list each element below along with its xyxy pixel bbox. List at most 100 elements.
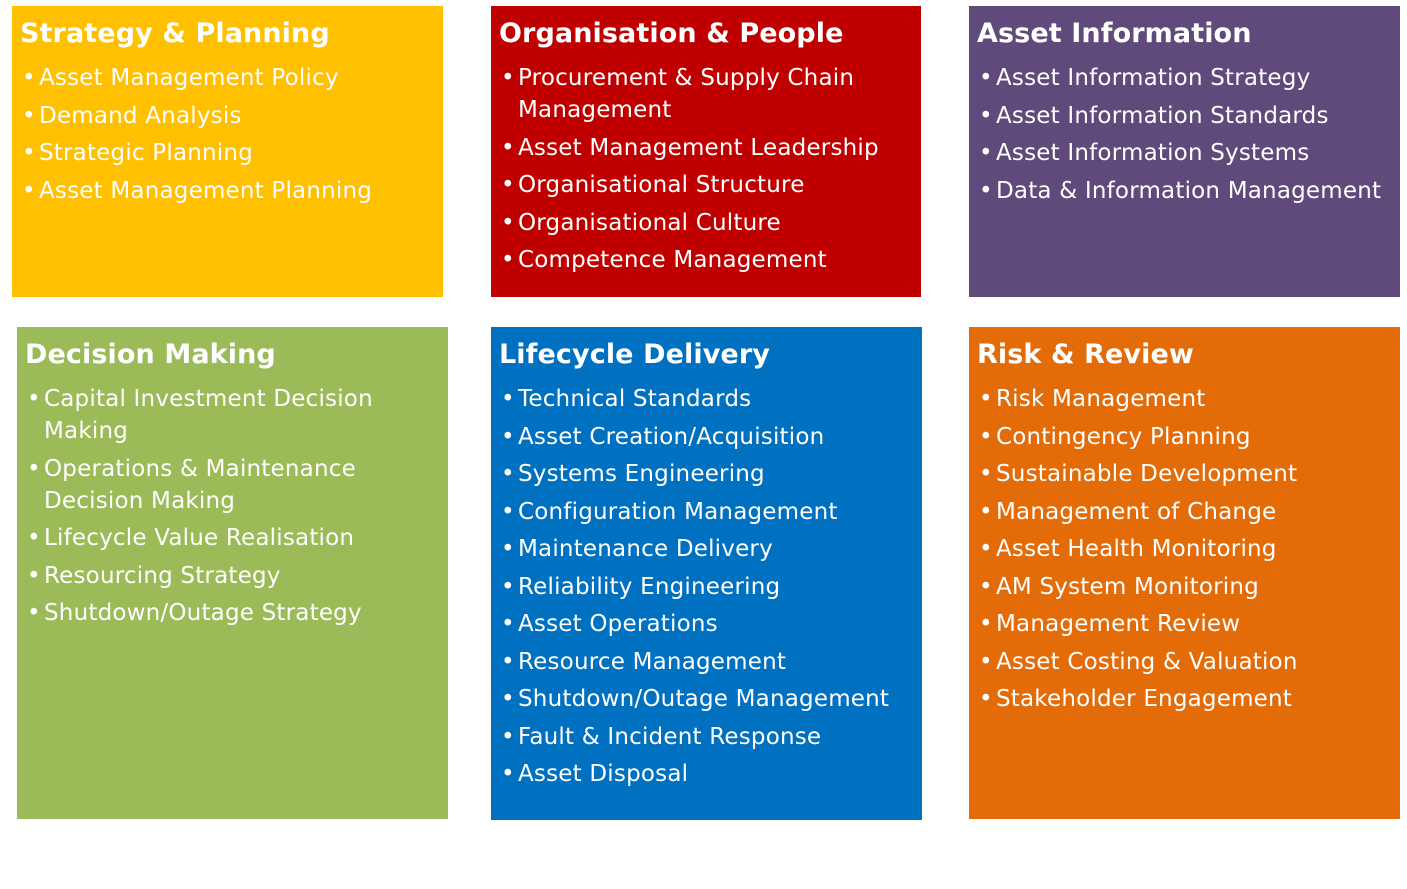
bullet-icon: • [22,65,36,92]
list-item-label: Asset Costing & Valuation [996,648,1298,675]
list-item: •Organisational Culture [499,207,913,239]
list-item-label: Reliability Engineering [518,573,781,600]
box-title: Lifecycle Delivery [499,339,770,370]
bullet-icon: • [27,525,41,552]
list-item: •Systems Engineering [499,458,914,490]
bullet-icon: • [979,573,993,600]
box-title: Organisation & People [499,18,844,49]
bullet-icon: • [979,177,993,204]
bullet-icon: • [979,536,993,563]
bullet-icon: • [979,648,993,675]
bullet-icon: • [501,209,515,236]
bullet-icon: • [501,423,515,450]
list-item: •Demand Analysis [20,100,435,132]
box-title: Asset Information [977,18,1252,49]
bullet-icon: • [501,648,515,675]
list-item-label: Fault & Incident Response [518,723,822,750]
bullet-icon: • [501,761,515,788]
bullet-icon: • [27,455,41,482]
list-item-label: Asset Health Monitoring [996,536,1277,563]
box-title: Decision Making [25,339,276,370]
bullet-icon: • [501,172,515,199]
bullet-icon: • [501,723,515,750]
bullet-icon: • [22,102,36,129]
list-item: •Configuration Management [499,496,914,528]
list-item-label: Demand Analysis [39,102,242,129]
bullet-icon: • [979,686,993,713]
list-item: •Maintenance Delivery [499,533,914,565]
box-lifecycle-delivery: Lifecycle Delivery •Technical Standards•… [491,327,922,820]
list-item: •Asset Creation/Acquisition [499,421,914,453]
list-item: •Fault & Incident Response [499,721,914,753]
list-item: •Asset Operations [499,608,914,640]
bullet-icon: • [979,102,993,129]
list-item: •Shutdown/Outage Management [499,683,914,715]
list-item-label: Lifecycle Value Realisation [44,525,355,552]
list-item: •Asset Information Standards [977,100,1392,132]
list-item-label: Operations & Maintenance Decision Making [44,455,356,514]
list-item-label: Organisational Structure [518,172,805,199]
list-item-label: Sustainable Development [996,461,1298,488]
box-risk-review: Risk & Review •Risk Management•Contingen… [969,327,1400,819]
list-item: •AM System Monitoring [977,571,1392,603]
list-item: •Contingency Planning [977,421,1392,453]
list-item: •Asset Management Planning [20,175,435,207]
list-item: •Capital Investment Decision Making [25,383,440,447]
item-list: •Capital Investment Decision Making•Oper… [25,383,440,629]
item-list: •Asset Information Strategy•Asset Inform… [977,62,1392,207]
bullet-icon: • [27,600,41,627]
bullet-icon: • [979,498,993,525]
item-list: •Technical Standards •Asset Creation/Acqu… [499,383,914,790]
list-item: •Reliability Engineering [499,571,914,603]
bullet-icon: • [501,247,515,274]
item-list: •Risk Management•Contingency Planning•Su… [977,383,1392,715]
list-item-label: Resource Management [518,648,787,675]
bullet-icon: • [501,611,515,638]
list-item-label: Shutdown/Outage Management [518,686,890,713]
list-item-label: Management Review [996,611,1241,638]
list-item-label: Contingency Planning [996,423,1251,450]
list-item: •Shutdown/Outage Strategy [25,597,440,629]
list-item-label: Asset Information Standards [996,102,1329,129]
bullet-icon: • [501,498,515,525]
bullet-icon: • [979,140,993,167]
list-item: •Asset Management Policy [20,62,435,94]
list-item: •Asset Disposal [499,758,914,790]
bullet-icon: • [979,65,993,92]
list-item-label: Strategic Planning [39,140,253,167]
bullet-icon: • [27,562,41,589]
box-organisation-people: Organisation & People •Procurement & Sup… [491,6,921,297]
bullet-icon: • [501,386,515,413]
bullet-icon: • [27,386,41,413]
list-item-label: Asset Operations [518,611,718,638]
list-item-label: Asset Management Policy [39,65,339,92]
list-item-label: Procurement & Supply Chain Management [518,65,855,124]
list-item: •Asset Information Strategy [977,62,1392,94]
list-item: •Management Review [977,608,1392,640]
bullet-icon: • [501,686,515,713]
list-item: •Technical Standards [499,383,914,415]
list-item: •Stakeholder Engagement [977,683,1392,715]
list-item: •Organisational Structure [499,169,913,201]
list-item: •Asset Information Systems [977,137,1392,169]
box-title: Strategy & Planning [20,18,330,49]
bullet-icon: • [501,573,515,600]
list-item: •Data & Information Management [977,175,1392,207]
bullet-icon: • [979,461,993,488]
list-item: •Management of Change [977,496,1392,528]
box-decision-making: Decision Making •Capital Investment Deci… [17,327,448,819]
list-item-label: AM System Monitoring [996,573,1259,600]
list-item: •Risk Management [977,383,1392,415]
bullet-icon: • [979,386,993,413]
list-item-label: Competence Management [518,247,827,274]
list-item: •Procurement & Supply Chain Management [499,62,913,126]
bullet-icon: • [501,65,515,92]
list-item: •Operations & Maintenance Decision Makin… [25,453,440,517]
list-item: •Asset Costing & Valuation [977,646,1392,678]
list-item-label: Maintenance Delivery [518,536,773,563]
bullet-icon: • [979,611,993,638]
item-list: •Asset Management Policy•Demand Analysis… [20,62,435,207]
list-item-label: Stakeholder Engagement [996,686,1293,713]
list-item: •Sustainable Development [977,458,1392,490]
list-item-label: Resourcing Strategy [44,562,281,589]
